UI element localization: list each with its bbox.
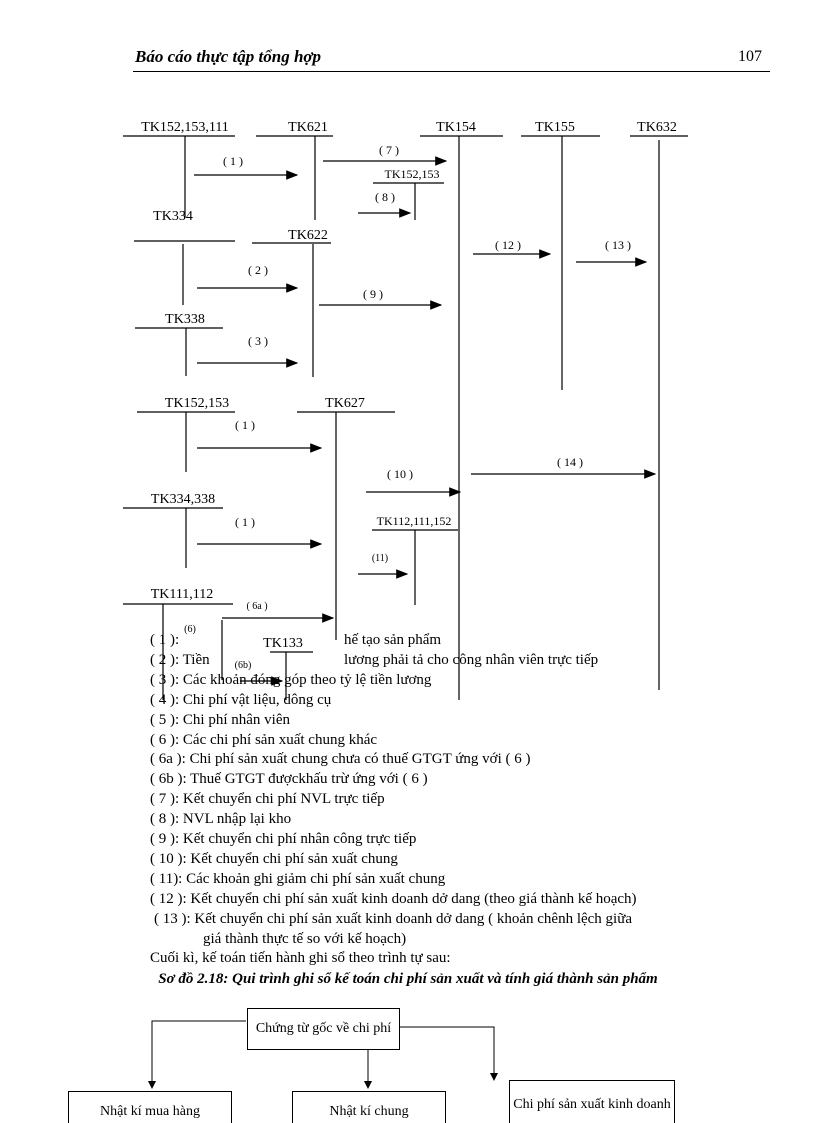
legend-item: ( 8 ): NVL nhập lại kho xyxy=(150,811,292,827)
arrow-label: ( 1 ) xyxy=(235,418,255,432)
arrow-label: (6) xyxy=(184,624,196,635)
account-label: TK133 xyxy=(263,636,303,651)
account-label: TK334,338 xyxy=(151,492,215,507)
arrow-label: ( 10 ) xyxy=(387,467,413,481)
t-account-diagram: TK152,153,111 TK621 TK154 TK155 TK632 TK… xyxy=(123,120,688,700)
account-label: TK152,153 xyxy=(165,396,229,411)
arrow-label: (6b) xyxy=(235,660,252,671)
header-rule xyxy=(133,71,770,72)
legend-item: ( 7 ): Kết chuyển chi phí NVL trực tiếp xyxy=(150,791,385,807)
arrow-label: ( 1 ) xyxy=(235,515,255,529)
legend-item: ( 2 ): Tiền xyxy=(150,652,210,668)
arrow-label: ( 7 ) xyxy=(379,143,399,157)
account-label: TK112,111,152 xyxy=(377,514,452,528)
legend-item: ( 6b ): Thuế GTGT đượckhấu trừ ứng với (… xyxy=(150,771,428,787)
flow-box-left: Nhật kí mua hàng xyxy=(68,1091,232,1123)
arrow-label: ( 2 ) xyxy=(248,263,268,277)
legend-item: ( 6a ): Chi phí sản xuất chung chưa có t… xyxy=(150,751,531,767)
flow-box-root: Chứng từ gốc về chi phí xyxy=(247,1008,400,1050)
legend-item: ( 10 ): Kết chuyển chi phí sản xuất chun… xyxy=(150,851,398,867)
account-label: TK155 xyxy=(535,120,575,135)
flowchart-connectors xyxy=(148,1020,498,1089)
legend-item: ( 13 ): Kết chuyển chi phí sản xuất kinh… xyxy=(154,911,633,927)
arrow-label: ( 12 ) xyxy=(495,238,521,252)
figure-caption: Sơ đồ 2.18: Qui trình ghi sổ kế toán chi… xyxy=(158,971,658,987)
account-label: TK338 xyxy=(165,312,205,327)
arrow-label: ( 14 ) xyxy=(557,455,583,469)
account-label: TK627 xyxy=(325,396,365,411)
arrow-label: ( 1 ) xyxy=(223,154,243,168)
account-label: TK334 xyxy=(153,209,193,224)
account-label: TK111,112 xyxy=(151,587,214,602)
legend-item: ( 1 ): xyxy=(150,632,180,648)
page-number: 107 xyxy=(738,48,762,65)
flow-box-middle: Nhật kí chung xyxy=(292,1091,446,1123)
legend-item: ( 9 ): Kết chuyển chi phí nhân công trực… xyxy=(150,831,417,847)
arrow-label: ( 13 ) xyxy=(605,238,631,252)
account-label: TK154 xyxy=(436,120,476,135)
header-title: Báo cáo thực tập tổng hợp xyxy=(135,47,322,66)
legend-item: hế tạo sản phẩm xyxy=(344,632,442,648)
legend-item: ( 6 ): Các chi phí sản xuất chung khác xyxy=(150,732,378,748)
legend-item: ( 12 ): Kết chuyển chi phí sản xuất kinh… xyxy=(150,891,637,907)
legend-item: ( 4 ): Chi phí vật liệu, dông cụ xyxy=(150,692,332,708)
legend-item: lương phải tả cho công nhân viên trực ti… xyxy=(344,652,599,668)
account-label: TK152,153 xyxy=(385,167,440,181)
legend-item: ( 5 ): Chi phí nhân viên xyxy=(150,712,290,728)
legend-item: giá thành thực tế so với kế hoạch) xyxy=(203,931,407,947)
account-label: TK622 xyxy=(288,228,328,243)
account-label: TK632 xyxy=(637,120,677,135)
legend-item: ( 3 ): Các khoản đóng góp theo tỷ lệ tiề… xyxy=(150,672,432,688)
arrow-label: (11) xyxy=(372,553,388,564)
account-label: TK621 xyxy=(288,120,328,135)
legend-item: ( 11): Các khoản ghi giảm chi phí sản xu… xyxy=(150,871,446,887)
flow-box-right: Chi phí sản xuất kinh doanh xyxy=(509,1080,675,1123)
arrow-label: ( 3 ) xyxy=(248,334,268,348)
arrow-label: ( 9 ) xyxy=(363,287,383,301)
arrow-label: ( 6a ) xyxy=(246,601,267,612)
arrow-label: ( 8 ) xyxy=(375,190,395,204)
account-label: TK152,153,111 xyxy=(141,120,229,135)
intro-text: Cuối kì, kế toán tiến hành ghi sổ theo t… xyxy=(150,950,451,966)
